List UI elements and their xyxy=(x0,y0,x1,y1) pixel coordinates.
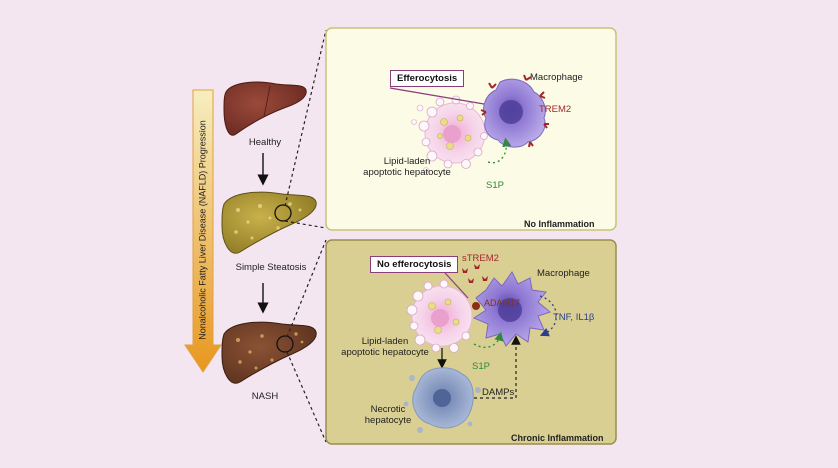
necrotic-hepatocyte xyxy=(403,367,481,433)
macrophage-top xyxy=(483,78,546,148)
s1p-label-top: S1P xyxy=(486,180,504,191)
macrophage-bottom xyxy=(472,271,552,347)
no-inflammation-caption: No Inflammation xyxy=(524,219,595,229)
cytokines-label: TNF, IL1β xyxy=(553,312,595,323)
nash-liver xyxy=(221,321,317,384)
strem2-fragments xyxy=(462,264,488,283)
adam17-marker xyxy=(472,302,480,310)
efferocytosis-pointer xyxy=(389,87,485,105)
progression-arrow xyxy=(184,89,222,373)
damps-label: DAMPs xyxy=(482,387,515,398)
steatosis-liver xyxy=(221,191,317,254)
damps-arrow xyxy=(474,335,521,399)
necrotic-label: Necrotic hepatocyte xyxy=(364,404,412,426)
macrophage-label-top: Macrophage xyxy=(530,72,583,83)
chronic-inflammation-panel xyxy=(325,239,617,445)
s1p-label-bottom: S1P xyxy=(472,361,490,372)
zoom-lines xyxy=(284,29,327,443)
chronic-inflammation-caption: Chronic Inflammation xyxy=(511,433,604,443)
apoptotic-hepatocyte-top xyxy=(411,95,488,173)
progression-label: Nonalcoholic Fatty Liver Disease (NAFLD)… xyxy=(197,120,208,340)
nash-label: NASH xyxy=(251,391,279,402)
adam17-label: ADAM17 xyxy=(484,298,521,308)
apoptotic-hepatocyte-bottom xyxy=(406,279,473,353)
healthy-label: Healthy xyxy=(248,137,282,148)
no-efferocytosis-tag: No efferocytosis xyxy=(370,256,459,273)
hepatocyte-label-bottom: Lipid-laden apoptotic hepatocyte xyxy=(341,336,429,358)
s1p-arrow-top xyxy=(487,137,512,164)
healthy-liver xyxy=(223,81,307,136)
trem2-receptors-top xyxy=(480,74,549,148)
cytokine-arrow xyxy=(539,295,557,337)
efferocytosis-tag: Efferocytosis xyxy=(390,70,465,87)
strem2-label: sTREM2 xyxy=(462,253,499,264)
macrophage-label-bottom: Macrophage xyxy=(537,268,590,279)
steatosis-label: Simple Steatosis xyxy=(235,262,307,273)
trem2-label: TREM2 xyxy=(539,104,572,115)
hepatocyte-label-top: Lipid-laden apoptotic hepatocyte xyxy=(363,156,451,178)
